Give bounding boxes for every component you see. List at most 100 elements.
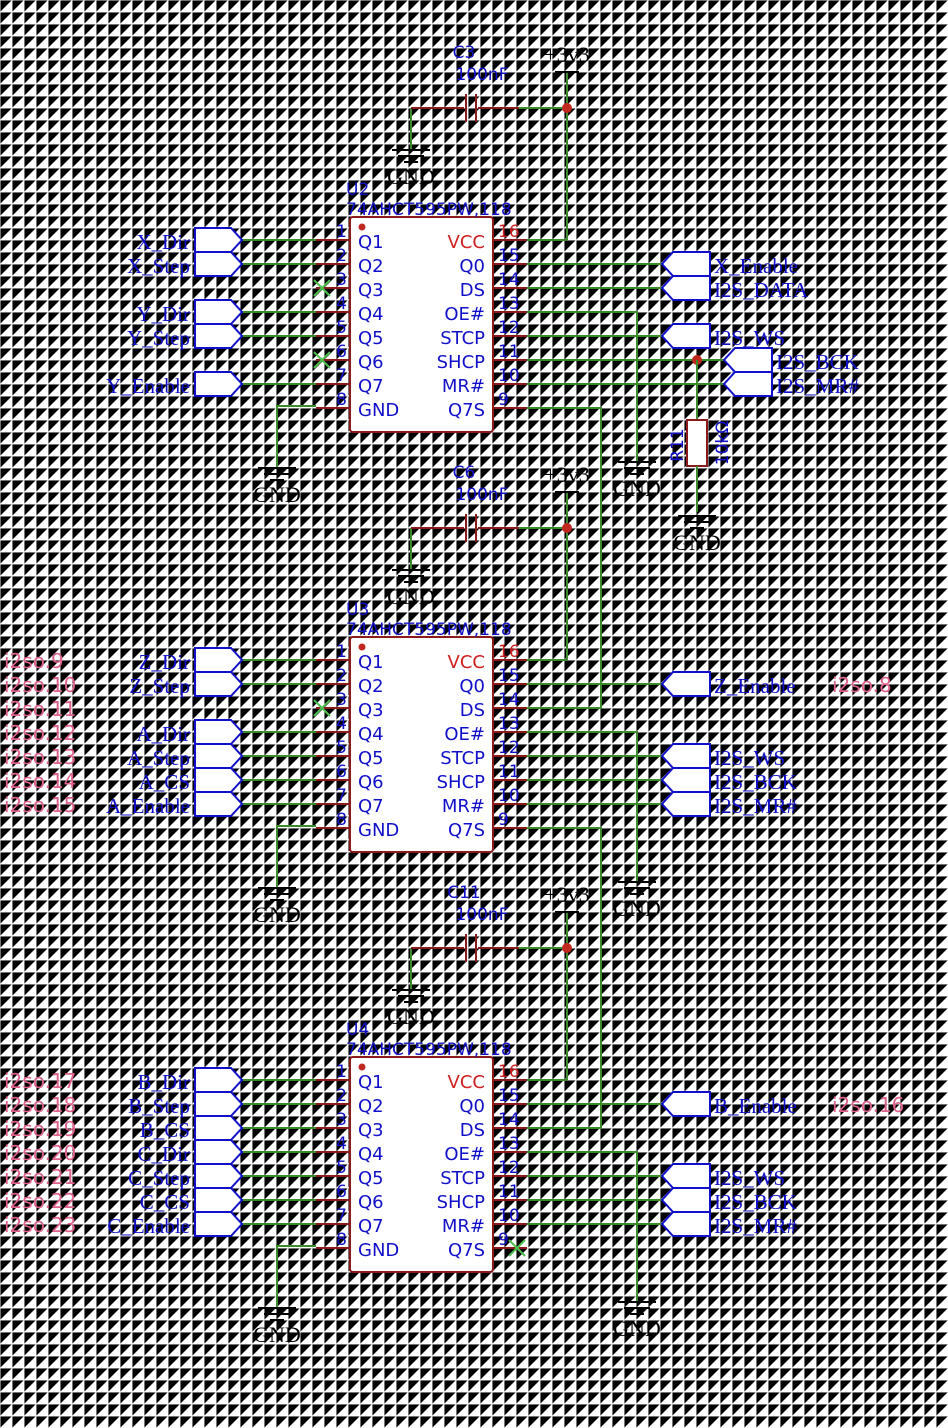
chip-ref: U4	[346, 1020, 369, 1040]
gnd-symbol: GND	[613, 881, 661, 921]
pin-number: 2	[336, 666, 347, 686]
pin-number: 13	[498, 1134, 520, 1154]
net-label-left: B_Step	[128, 1094, 190, 1118]
chip-part: 74AHCT595PW,118	[346, 1040, 512, 1060]
pin-name: Q3	[358, 280, 384, 301]
net-port	[660, 251, 711, 277]
pin-name: Q4	[358, 304, 384, 325]
net-label-right: I2S_BCK	[714, 770, 797, 794]
net-label-right: X_Enable	[714, 254, 798, 278]
pin-number: 13	[498, 714, 520, 734]
gnd-symbol: GND	[387, 149, 435, 189]
resistor-value: 10kΩ	[713, 421, 733, 465]
pin-name: Q0	[459, 676, 485, 697]
pin-number: 1	[336, 1062, 347, 1082]
cap-ref: C6	[453, 463, 476, 483]
gpio-annotation: i2so.12	[4, 721, 76, 745]
pin-number: 1	[336, 222, 347, 242]
pin1-marker	[358, 643, 366, 651]
pin-name: Q2	[358, 1096, 384, 1117]
pin-name: Q6	[358, 772, 384, 793]
net-label-left: A_Dir	[136, 722, 190, 746]
gnd-wire	[276, 825, 316, 888]
net-label-left: Y_Step	[127, 326, 190, 350]
pin-name: DS	[460, 280, 485, 301]
net-port	[194, 1163, 244, 1189]
chip-body	[349, 636, 494, 853]
gnd-symbol: GND	[613, 461, 661, 501]
pin-name: STCP	[440, 1168, 485, 1189]
cap-ref: C3	[453, 43, 476, 63]
pin-number: 9	[498, 810, 509, 830]
gpio-annotation: i2so.18	[4, 1093, 76, 1117]
gpio-annotation: i2so.11	[4, 697, 76, 721]
gnd-symbol: GND	[387, 569, 435, 609]
net-label-right: I2S_MR#	[714, 1214, 797, 1238]
pin-name: Q1	[358, 232, 384, 253]
junction-dot	[562, 523, 572, 533]
pin-number: 10	[498, 1206, 520, 1226]
chip-body	[349, 216, 494, 433]
pin-name: Q7S	[448, 400, 485, 421]
pin-number: 9	[498, 390, 509, 410]
vcc-label: +3v3	[544, 882, 589, 907]
vcc-label: +3v3	[544, 42, 589, 67]
net-label-left: C_Dir	[138, 1142, 191, 1166]
cap-value: 100nF	[455, 905, 508, 925]
pin-number: 6	[336, 1182, 347, 1202]
vcc-symbol: +3v3	[544, 462, 590, 493]
pin-name: STCP	[440, 748, 485, 769]
pin-name: Q7S	[448, 1240, 485, 1261]
pin-name: OE#	[444, 724, 485, 745]
pin-name: Q2	[358, 256, 384, 277]
pin-number: 8	[336, 1230, 347, 1250]
gpio-annotation: i2so.10	[4, 673, 76, 697]
pin-name: Q1	[358, 1072, 384, 1093]
net-port	[194, 1139, 244, 1165]
net-port	[194, 1091, 244, 1117]
pin-number: 5	[336, 1158, 347, 1178]
gpio-annotation: i2so.23	[4, 1213, 76, 1237]
gpio-annotation: i2so.9	[4, 649, 64, 673]
gnd-symbol: GND	[253, 887, 301, 927]
pin-number: 11	[498, 1182, 520, 1202]
net-port	[660, 1187, 711, 1213]
vcc-label: +3v3	[544, 462, 589, 487]
net-label-right: Z_Enable	[714, 674, 796, 698]
pin-name: Q5	[358, 1168, 384, 1189]
pin-name: Q5	[358, 748, 384, 769]
pin-name: Q4	[358, 724, 384, 745]
pin-number: 14	[498, 270, 520, 290]
gnd-label: GND	[253, 902, 301, 927]
gnd-symbol: GND	[387, 989, 435, 1029]
pin-number: 10	[498, 366, 520, 386]
net-label-left: A_CS	[139, 770, 190, 794]
cascade-wire	[527, 827, 602, 1129]
no-connect-mark	[313, 351, 331, 369]
no-connect-mark	[508, 1239, 526, 1257]
pin-name: STCP	[440, 328, 485, 349]
pin-name: Q7S	[448, 820, 485, 841]
gpio-annotation: i2so.14	[4, 769, 76, 793]
net-label-left: X_Step	[127, 254, 190, 278]
cap-value: 100nF	[455, 65, 508, 85]
pin-number: 2	[336, 1086, 347, 1106]
net-port	[660, 791, 711, 817]
gnd-wire	[276, 405, 316, 468]
pin-number: 15	[498, 1086, 520, 1106]
net-label-right: B_Enable	[714, 1094, 797, 1118]
net-label-left: B_Dir	[138, 1070, 191, 1094]
no-connect-mark	[313, 699, 331, 717]
pin-number: 6	[336, 342, 347, 362]
gpio-annotation: i2so.20	[4, 1141, 76, 1165]
gnd-label: GND	[613, 476, 661, 501]
pin-number: 4	[336, 1134, 347, 1154]
pin-number: 7	[336, 366, 347, 386]
net-label-left: Y_Dir	[136, 302, 190, 326]
pin-name: MR#	[442, 376, 485, 397]
gnd-label: GND	[253, 1322, 301, 1347]
pin-number: 3	[336, 270, 347, 290]
pin-name: GND	[358, 1240, 399, 1261]
pin-number: 11	[498, 762, 520, 782]
